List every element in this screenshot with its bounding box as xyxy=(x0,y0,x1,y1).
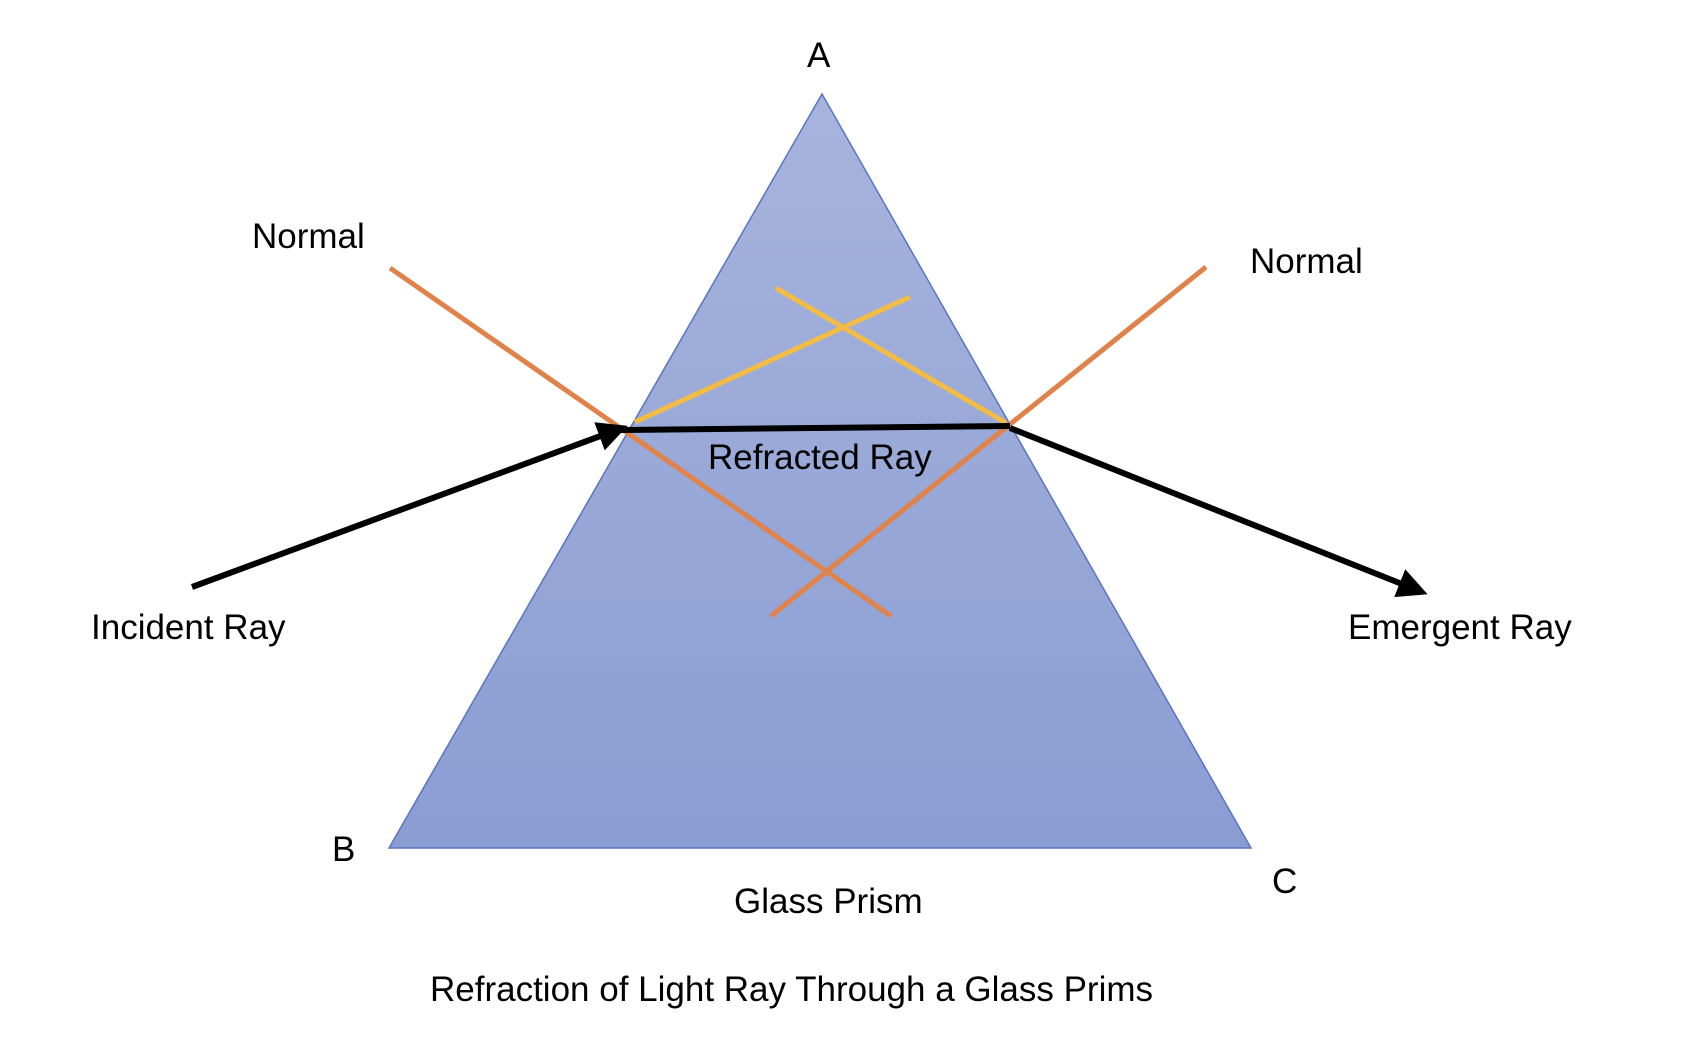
vertex-label-a: A xyxy=(807,36,831,75)
emergent-ray-arrow xyxy=(1008,425,1428,598)
normal-line-right xyxy=(769,265,1208,618)
vertex-label-c: C xyxy=(1272,862,1298,901)
incident-ray-label: Incident Ray xyxy=(91,608,286,647)
refracted-ray-label: Refracted Ray xyxy=(708,438,932,477)
normal-label-left: Normal xyxy=(252,217,365,256)
normal-label-right: Normal xyxy=(1250,242,1363,281)
angle-marker-right xyxy=(774,285,1008,426)
normal-line-left xyxy=(388,265,893,619)
incident-ray-arrow xyxy=(190,422,628,590)
refracted-ray-line xyxy=(617,423,1011,433)
prism-label: Glass Prism xyxy=(734,882,923,921)
diagram-caption: Refraction of Light Ray Through a Glass … xyxy=(430,970,1154,1009)
vertex-label-b: B xyxy=(332,830,356,869)
glass-prism xyxy=(387,92,1253,849)
emergent-ray-label: Emergent Ray xyxy=(1348,608,1572,647)
angle-marker-left xyxy=(633,294,912,425)
